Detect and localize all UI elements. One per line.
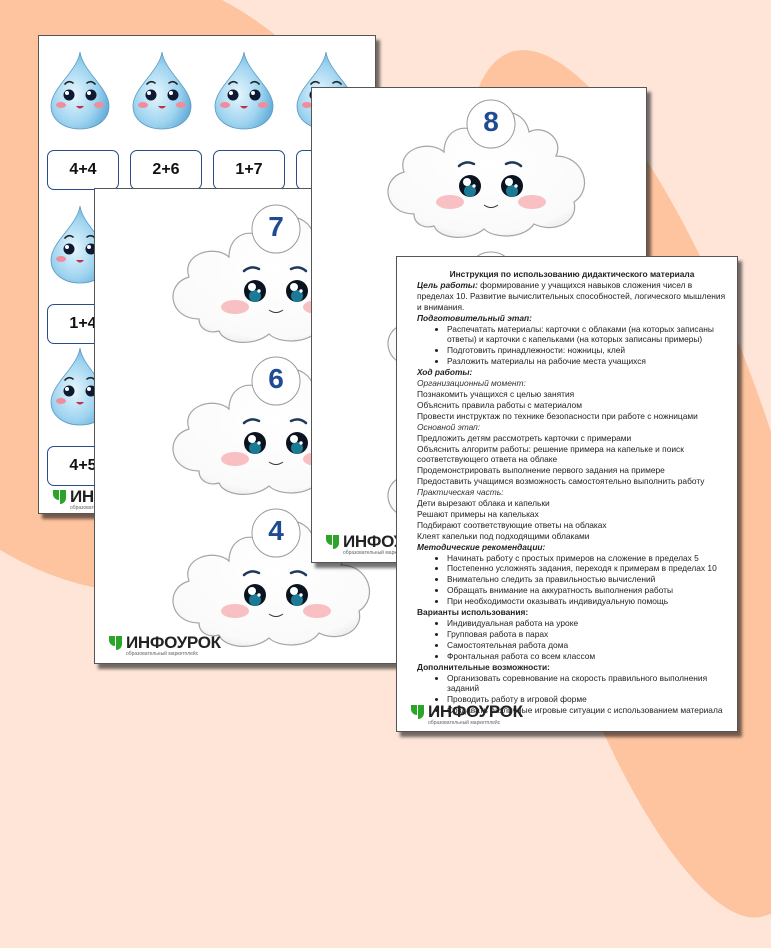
text-line: Предоставить учащимся возможность самост… [417,476,705,487]
instructions-sheet: Инструкция по использованию дидактическо… [396,256,738,732]
cloud-number: 8 [483,106,499,137]
list-item: Начинать работу с простых примеров на сл… [447,553,727,564]
cloud-number: 7 [268,211,284,242]
example-card: 4+4 [47,150,119,190]
logo-name: ИНФОУРОК [126,633,221,652]
list-item: Организовать соревнование на скорость пр… [447,673,727,695]
logo-name: ИНФОУРОК [428,702,523,721]
logo-mark-icon [326,533,340,549]
subsection-heading: Практическая часть: [417,487,504,498]
cloud-number: 6 [268,363,284,394]
subsection-heading: Основной этап: [417,421,481,432]
list-item: Обращать внимание на аккуратность выполн… [447,585,727,596]
instructions-text: Инструкция по использованию дидактическо… [417,269,727,716]
logo-tagline: образовательный маркетплейс [343,550,416,556]
list-item: Индивидуальная работа на уроке [447,618,727,629]
text-line: Продемонстрировать выполнение первого за… [417,465,665,476]
list-item: Самостоятельная работа дома [447,640,727,651]
cloud-number: 4 [268,515,284,546]
text-line: Познакомить учащихся с целью занятия [417,388,575,399]
list-item: При необходимости оказывать индивидуальн… [447,596,727,607]
list-item: Проводить работу в игровой форме [447,694,727,705]
logo-mark-icon [53,488,67,504]
goal-text: формирование у учащихся навыков сложения… [417,279,726,312]
prep-list: Распечатать материалы: карточки с облака… [417,324,727,368]
droplet-illustration [47,50,113,130]
text-line: Объяснить правила работы с материалом [417,399,582,410]
subsection-heading: Организационный момент: [417,378,526,389]
logo-tagline: образовательный маркетплейс [428,720,501,726]
goal-paragraph: Цель работы: формирование у учащихся нав… [417,280,727,313]
list-item: Постепенно усложнять задания, переходя к… [447,563,727,574]
text-line: Дети вырезают облака и капельки [417,498,550,509]
text-line: Провести инструктаж по технике безопасно… [417,410,698,421]
list-item: Создавать различные игровые ситуации с и… [447,705,727,716]
example-card: 2+6 [130,150,202,190]
text-line: Решают примеры на капельках [417,508,539,519]
goal-label: Цель работы: [417,279,478,290]
list-item: Групповая работа в парах [447,629,727,640]
text-line: Подбирают соответствующие ответы на обла… [417,519,607,530]
list-item: Подготовить принадлежности: ножницы, кле… [447,345,727,356]
section-heading: Ход работы: [417,367,473,378]
doc-title: Инструкция по использованию дидактическо… [449,269,695,279]
droplet-illustration [129,50,195,130]
list-item: Разложить материалы на рабочие места уча… [447,356,727,367]
logo-tagline: образовательный маркетплейс [126,651,199,657]
section-heading: Варианты использования: [417,607,529,618]
section-heading: Дополнительные возможности: [417,661,550,672]
text-line: Объяснить алгоритм работы: решение приме… [417,443,684,465]
text-line: Клеят капельки под подходящими облаками [417,530,590,541]
logo-mark-icon [109,634,123,650]
extra-list: Организовать соревнование на скорость пр… [417,673,727,717]
text-line: Предложить детям рассмотреть карточки с … [417,432,632,443]
list-item: Фронтальная работа со всем классом [447,651,727,662]
variants-list: Индивидуальная работа на уроке Групповая… [417,618,727,662]
droplet-illustration [211,50,277,130]
method-list: Начинать работу с простых примеров на сл… [417,553,727,608]
section-heading: Подготовительный этап: [417,312,532,323]
section-heading: Методические рекомендации: [417,541,546,552]
example-card: 1+7 [213,150,285,190]
list-item: Внимательно следить за правильностью выч… [447,574,727,585]
logo-mark-icon [411,703,425,719]
list-item: Распечатать материалы: карточки с облака… [447,324,727,346]
